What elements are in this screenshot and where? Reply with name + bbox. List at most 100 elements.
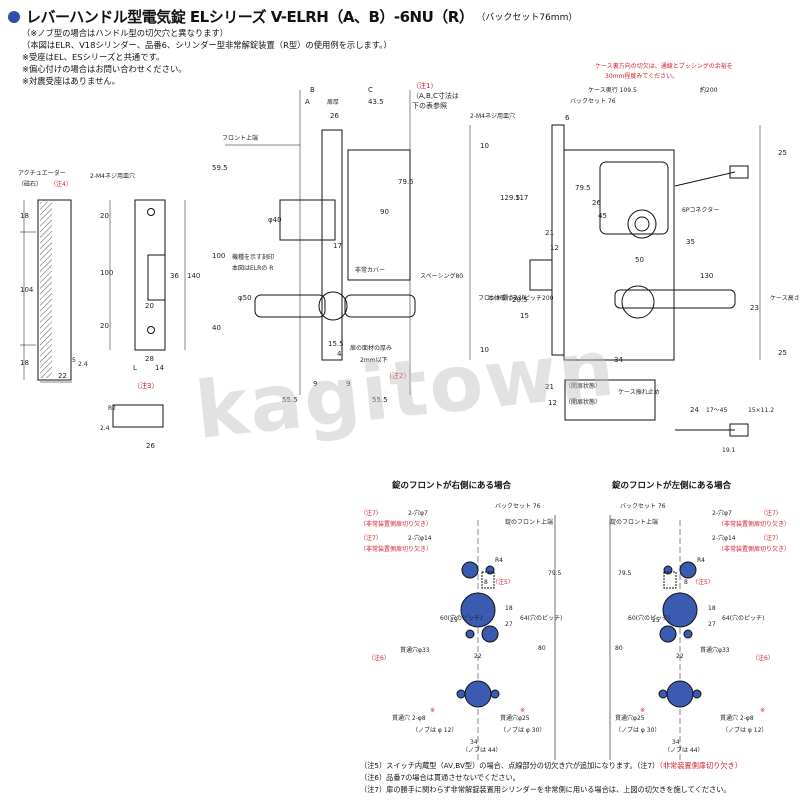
footnote-7: （注7）扉の勝手に関わらず非常解錠装置用シリンダーを非常側に用いる場合は、上図の… — [360, 785, 731, 794]
dim-C: C — [368, 86, 373, 94]
dim-B: B — [310, 86, 315, 94]
mark-label-1: 機種を示す刻印 — [232, 253, 274, 261]
note-line: ※対震受座はありません。 — [22, 76, 120, 86]
mark-r-b: ※ — [520, 707, 525, 714]
knob30-r-label: （ノブは φ 30） — [500, 726, 545, 734]
dim-55-5a: 55.5 — [282, 396, 298, 404]
abc-label-2: 下の表参照 — [412, 101, 447, 110]
dim-L: L — [133, 364, 137, 372]
note5-l-label: （注5） — [692, 578, 714, 586]
connector-label: 6Pコネクター — [682, 206, 719, 214]
dim-129-5: 129.5 — [500, 194, 520, 202]
note-line: ※偏心付けの場合はお問い合わせください。 — [22, 64, 187, 74]
cutout-left-title: 錠のフロントが左側にある場合 — [612, 480, 732, 491]
hole14-l-label: 2-穴φ14 — [712, 534, 736, 542]
dim-15-5: 15.5 — [328, 340, 344, 348]
c27-l: 27 — [708, 621, 716, 628]
note4-label: （注4） — [50, 180, 72, 188]
knob44-l-label: （ノブは 44） — [664, 746, 704, 754]
face-thick-label-1: 扉の面材の厚み — [350, 344, 392, 352]
c8-l: 8 — [684, 579, 688, 586]
dim-45: 45 — [598, 212, 607, 220]
dim-18b: 18 — [20, 359, 29, 367]
spacing-label: スペーシング80 — [420, 272, 463, 280]
dim-15: 15 — [520, 312, 529, 320]
dim-21b: 21 — [545, 383, 554, 391]
hole-14-top-l — [679, 561, 697, 579]
side-faceplate — [551, 124, 565, 356]
c25-l: 25 — [652, 617, 660, 624]
backset76-label: バックセット 76 — [570, 98, 616, 105]
through33-l-label: 貫通穴φ33 — [700, 646, 730, 654]
cutout-template-right — [456, 515, 556, 760]
c8-r: 8 — [484, 579, 488, 586]
cutout-template-left — [609, 515, 702, 760]
dim-59-5: 59.5 — [212, 164, 228, 172]
dim-100: 100 — [100, 269, 113, 277]
dim-90: 90 — [380, 208, 389, 216]
dim-9b: 9 — [346, 380, 350, 388]
through8-l-label: 貫通穴 2-φ8 — [720, 714, 754, 722]
note2-label: （注2） — [385, 371, 410, 380]
switch-slot — [481, 571, 495, 589]
c80-r: 80 — [538, 645, 546, 652]
note7-l-b: （注7） — [760, 534, 782, 542]
side-latch — [529, 259, 553, 291]
6p-connector — [729, 165, 749, 179]
lever-left — [254, 294, 326, 318]
dim-20a: 20 — [100, 212, 109, 220]
dim-2-4b: 2.4 — [100, 425, 110, 432]
abc-label-1: （A,B,C寸法は — [412, 91, 459, 100]
through-hole-8-left — [456, 689, 466, 699]
bullet-icon — [8, 10, 20, 23]
switch-slot-l — [663, 571, 677, 589]
dim-140: 140 — [187, 272, 200, 280]
warn-line-1: ケース裏方向の切欠は、通線とブッシングの余裕を — [595, 62, 733, 70]
dim-50: 50 — [635, 256, 644, 264]
connector-wire — [674, 171, 736, 187]
dim-104: 104 — [20, 286, 34, 294]
pitch60-r: 60(穴のピッチ) — [440, 614, 482, 622]
hole-7-bottom — [465, 629, 475, 639]
front-top-r-label: 錠のフロント上端 — [505, 518, 553, 526]
dim-21: 21 — [545, 229, 554, 237]
strike-side-view — [20, 199, 72, 383]
dim-2-4: 2.4 — [78, 361, 88, 368]
dim-100b: 100 — [212, 252, 225, 260]
note6-r-label: （注6） — [368, 654, 390, 662]
c79-5-l: 79.5 — [618, 570, 632, 577]
mark-l-b: ※ — [760, 707, 765, 714]
c80-l: 80 — [615, 645, 623, 652]
dim-25a: 25 — [778, 149, 787, 157]
backset-r-label: バックセット 76 — [495, 503, 541, 510]
through33-r-label: 貫通穴φ33 — [400, 646, 430, 654]
emergency-l-a: （非常装置側扉切り欠き） — [718, 520, 790, 528]
note6-l-label: （注6） — [752, 654, 774, 662]
lock-deadbolt — [279, 199, 336, 241]
dim-10b: 10 — [480, 346, 489, 354]
body-pitch-label: 本体取付ネジピッチ200 — [488, 294, 554, 302]
dim-40: 40 — [212, 324, 221, 332]
pitch64-r: 64(穴のピッチ) — [520, 614, 562, 622]
dim-18a: 18 — [20, 212, 29, 220]
dim-79-5b: 79.5 — [575, 184, 591, 192]
c34-l: 34 — [672, 739, 680, 746]
hole-14-bottom-l — [659, 625, 677, 643]
knob44-r-label: （ノブは 44） — [462, 746, 502, 754]
mark-l-a: ※ — [640, 707, 645, 714]
dim-17: 17 — [333, 242, 342, 250]
strike-screw-top — [147, 208, 155, 216]
note1-label: （注1） — [412, 81, 437, 90]
footnote-5-red: （非常装置側扉切り欠き） — [659, 761, 742, 770]
strike-bottom-detail — [112, 404, 164, 428]
hole-7-bottom-l — [683, 629, 693, 639]
c18-r: 18 — [505, 605, 513, 612]
hole-7-top-l — [663, 565, 673, 575]
warn-line-2: 30mm程度みてください。 — [605, 72, 678, 80]
dim-36: 36 — [170, 272, 179, 280]
6p-connector-2 — [729, 423, 749, 437]
lock-side-view — [469, 124, 761, 437]
backset-l-label: バックセット 76 — [620, 503, 666, 510]
door-thickness-label: 扉厚 — [327, 98, 339, 106]
dim-20-5: 20.5 — [512, 296, 528, 304]
